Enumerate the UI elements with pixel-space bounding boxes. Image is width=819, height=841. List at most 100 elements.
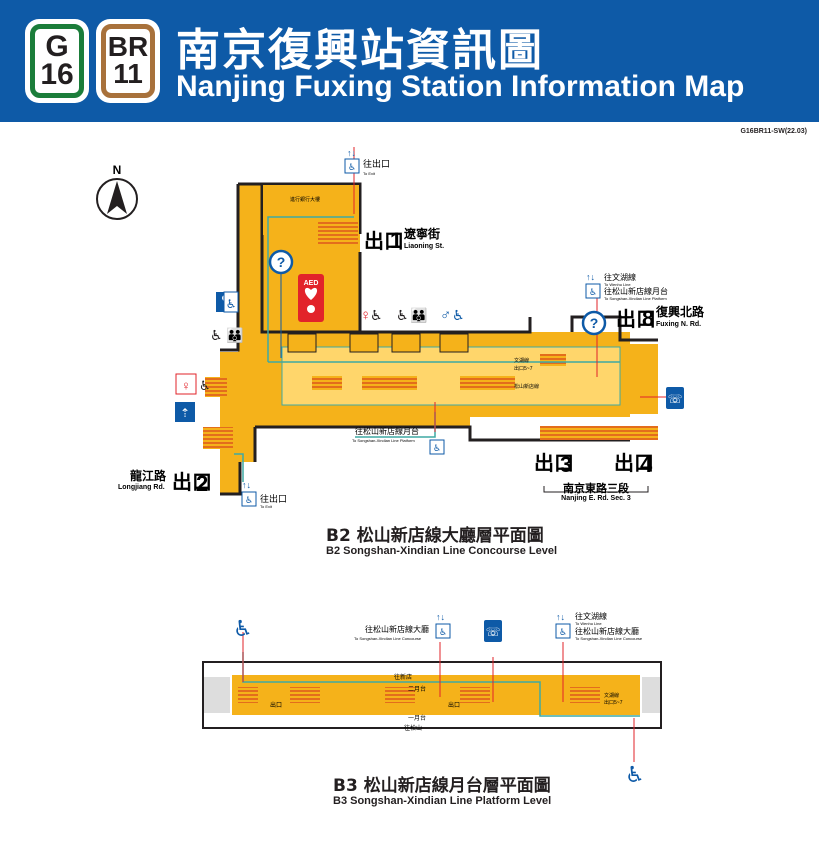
svg-text:出口: 出口	[616, 308, 656, 331]
svg-text:往文湖線: 往文湖線	[575, 611, 607, 621]
svg-text:☏: ☏	[485, 625, 500, 639]
exit-8-label: 出口 8 復興北路 Fuxing N. Rd.	[616, 304, 705, 331]
svg-text:1: 1	[390, 228, 402, 253]
restroom-female-icon: ♀ ♿	[360, 307, 383, 324]
svg-text:♂: ♂	[440, 307, 451, 324]
svg-text:👪: 👪	[410, 307, 427, 324]
sign-to-songshan-platform: 往松山新店線月台 To Songshan-Xindian Line Platfo…	[352, 426, 445, 455]
svg-text:To Wenhu Line: To Wenhu Line	[575, 621, 602, 626]
svg-text:Fuxing N. Rd.: Fuxing N. Rd.	[656, 321, 701, 328]
svg-text:♀: ♀	[181, 378, 191, 393]
svg-text:To Exit: To Exit	[363, 171, 376, 176]
escalator	[362, 376, 417, 390]
svg-text:8: 8	[642, 306, 654, 331]
page-title-zh: 南京復興站資訊圖	[176, 25, 544, 76]
svg-text:♿: ♿	[210, 327, 223, 343]
escalator	[385, 687, 415, 703]
svg-text:Liaoning St.: Liaoning St.	[404, 243, 444, 250]
direction-songshan: 往松山	[404, 724, 422, 732]
escalator	[570, 687, 600, 703]
north-arrow-icon	[107, 181, 127, 214]
svg-text:往松山新店線大廳: 往松山新店線大廳	[365, 624, 429, 634]
escalator-exit3	[540, 426, 620, 440]
svg-text:出口5~7: 出口5~7	[604, 699, 623, 706]
line-badge-g16: G 16	[25, 19, 89, 103]
svg-text:往松山新店線月台: 往松山新店線月台	[355, 426, 419, 436]
svg-text:遼寧街: 遼寧街	[404, 226, 440, 241]
svg-text:南京東路三段: 南京東路三段	[563, 481, 629, 495]
svg-text:往文湖線: 往文湖線	[604, 272, 636, 282]
svg-text:往松山新店線月台: 往松山新店線月台	[604, 286, 668, 296]
svg-text:↑↓: ↑↓	[436, 612, 445, 622]
exit-2-label: 龍江路 Longjiang Rd. 出口 2	[118, 468, 212, 496]
escalator-exit1	[318, 222, 358, 244]
line-badge-letter: BR	[107, 31, 149, 63]
restroom-icon: ♿	[216, 291, 239, 313]
header-banner: G 16 BR 11 南京復興站資訊圖 Nanjing Fuxing Stati…	[0, 0, 819, 122]
male-restroom-icon: ♂ ♿	[440, 307, 465, 324]
svg-text:↑↓: ↑↓	[242, 480, 251, 490]
svg-text:♀: ♀	[360, 307, 371, 324]
elevator-icon: ⇡	[175, 402, 195, 422]
svg-text:♿: ♿	[396, 307, 409, 323]
svg-text:?: ?	[277, 254, 286, 270]
escalator-exit4	[610, 426, 658, 440]
svg-text:往松山新店線大廳: 往松山新店線大廳	[575, 626, 639, 636]
sign-to-wenhu-b3: ↑↓ ♿ 往文湖線 To Wenhu Line 往松山新店線大廳 To Song…	[555, 611, 643, 641]
svg-text:4: 4	[640, 452, 653, 477]
svg-text:文湖線: 文湖線	[604, 692, 619, 699]
map-code: G16BR11-SW(22.03)	[740, 128, 807, 135]
svg-text:AED: AED	[304, 280, 319, 287]
family-restroom-icon: ♿ 👪	[396, 307, 427, 324]
aed-icon: AED	[298, 274, 324, 322]
svg-text:龍江路: 龍江路	[130, 468, 167, 483]
svg-text:To Exit: To Exit	[260, 504, 273, 509]
compass-label: N	[113, 163, 122, 177]
b2-caption-zh: B2 松山新店線大廳層平面圖	[326, 526, 544, 546]
exit-1-label: 出口 1 遼寧街 Liaoning St.	[364, 226, 444, 253]
svg-text:出口: 出口	[614, 452, 654, 475]
sign-to-exit-bottom: ↑↓ ♿ 往出口 To Exit	[241, 480, 287, 509]
exit-3-label: 出口 3	[534, 452, 574, 477]
svg-text:復興北路: 復興北路	[655, 304, 705, 319]
svg-text:往出口: 往出口	[363, 158, 390, 169]
svg-text:♿: ♿	[452, 307, 465, 323]
b3-caption-en: B3 Songshan-Xindian Line Platform Level	[333, 795, 552, 807]
line-badge-number: 11	[113, 58, 143, 89]
svg-text:往出口: 往出口	[260, 493, 287, 504]
svg-text:♿: ♿	[348, 162, 356, 172]
svg-text:👪: 👪	[226, 327, 243, 344]
svg-text:♿: ♿	[625, 762, 645, 787]
svg-text:♿: ♿	[439, 627, 447, 637]
page-title-en: Nanjing Fuxing Station Information Map	[176, 70, 745, 103]
b2-caption-en: B2 Songshan-Xindian Line Concourse Level	[326, 545, 558, 557]
svg-text:出口: 出口	[448, 701, 460, 709]
line-badge-letter: G	[45, 29, 69, 63]
svg-text:↑↓: ↑↓	[347, 148, 356, 158]
svg-text:出口: 出口	[270, 701, 282, 709]
sign-to-concourse: 往松山新店線大廳 To Songshan-Xindian Line Concou…	[354, 612, 451, 641]
line-badge-number: 16	[40, 58, 74, 91]
restroom-icon: ♿ 👪	[210, 327, 243, 344]
b3-caption-zh: B3 松山新店線月台層平面圖	[333, 776, 551, 796]
svg-text:Longjiang Rd.: Longjiang Rd.	[118, 484, 165, 491]
wenhu-small-label: 文湖線	[514, 357, 529, 364]
exit-4-label: 出口 4	[614, 452, 654, 477]
escalator	[460, 376, 515, 390]
songshan-small-label: 松山新店線	[514, 383, 539, 390]
compass: N	[96, 163, 138, 220]
info-icon: ?	[581, 310, 607, 336]
escalator	[312, 376, 342, 390]
svg-text:出口: 出口	[172, 471, 212, 494]
escalator-wenhu	[540, 354, 566, 366]
svg-text:♿: ♿	[245, 495, 253, 505]
svg-text:出口: 出口	[364, 230, 404, 253]
svg-text:⇡: ⇡	[180, 406, 190, 420]
platform-1-label: 一月台	[408, 714, 426, 722]
svg-text:♿: ♿	[233, 616, 253, 641]
svg-text:☏: ☏	[667, 392, 682, 406]
svg-text:↑↓: ↑↓	[586, 272, 595, 282]
svg-text:To Songshan-Xindian Line Platf: To Songshan-Xindian Line Platform	[604, 296, 667, 301]
svg-text:To Wenhu Line: To Wenhu Line	[604, 282, 631, 287]
sign-to-wenhu: ↑↓ ♿ 往文湖線 To Wenhu Line 往松山新店線月台 To Song…	[585, 272, 668, 301]
